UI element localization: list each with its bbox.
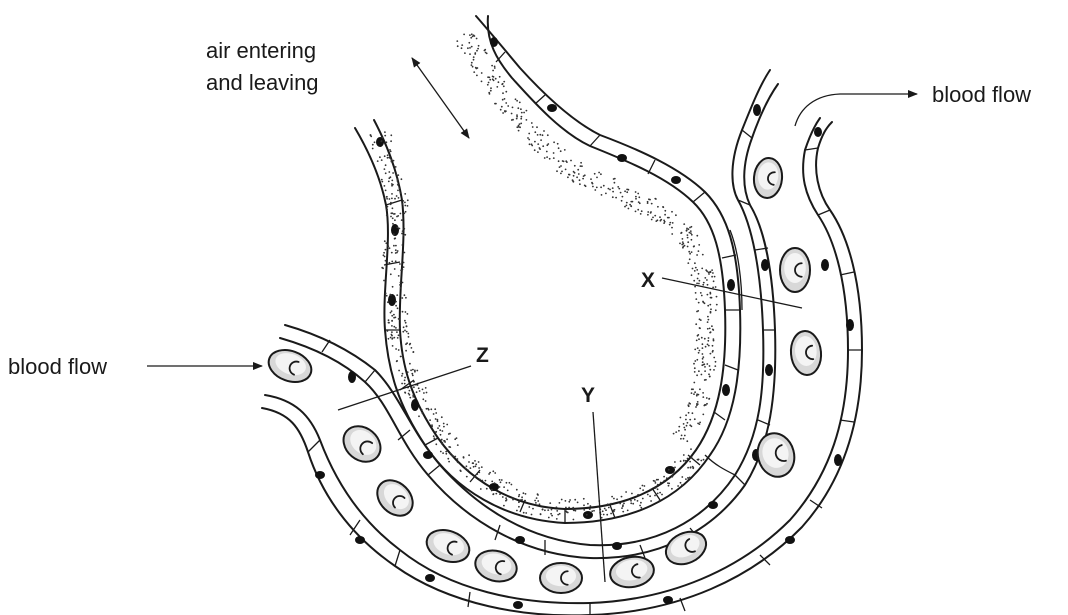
red-blood-cell bbox=[753, 429, 799, 481]
capillary-inner-wall-a bbox=[285, 70, 770, 545]
label-x: X bbox=[641, 269, 655, 292]
label-line-y bbox=[593, 412, 605, 582]
capillary bbox=[262, 70, 862, 615]
label-y: Y bbox=[581, 384, 595, 407]
capillary-inner-wall-b bbox=[280, 84, 778, 558]
blood-flow-out-arrow bbox=[795, 94, 917, 126]
alveolus-wall bbox=[355, 16, 740, 523]
label-z: Z bbox=[476, 344, 489, 367]
red-blood-cell bbox=[789, 330, 823, 376]
red-blood-cell bbox=[472, 546, 520, 586]
alveolus-wall-outer bbox=[355, 16, 740, 523]
alveolus-cell-dividers bbox=[384, 52, 740, 523]
red-blood-cell bbox=[336, 419, 387, 469]
red-blood-cell bbox=[422, 524, 474, 567]
alveolus-wall-inner bbox=[374, 16, 725, 509]
red-blood-cell bbox=[752, 157, 783, 199]
air-double-arrow bbox=[412, 58, 469, 138]
red-blood-cell bbox=[780, 248, 810, 292]
air-label-line2: and leaving bbox=[206, 70, 319, 95]
air-label-line1: air entering bbox=[206, 38, 316, 63]
blood-flow-in-label: blood flow bbox=[8, 354, 107, 379]
blood-flow-out-label: blood flow bbox=[932, 82, 1031, 107]
red-blood-cell bbox=[264, 344, 316, 387]
red-blood-cell bbox=[608, 553, 657, 590]
moisture-layer bbox=[370, 33, 718, 520]
red-blood-cells bbox=[264, 157, 823, 593]
red-blood-cell bbox=[540, 563, 582, 593]
label-line-z bbox=[338, 366, 471, 410]
red-blood-cell bbox=[370, 473, 419, 522]
